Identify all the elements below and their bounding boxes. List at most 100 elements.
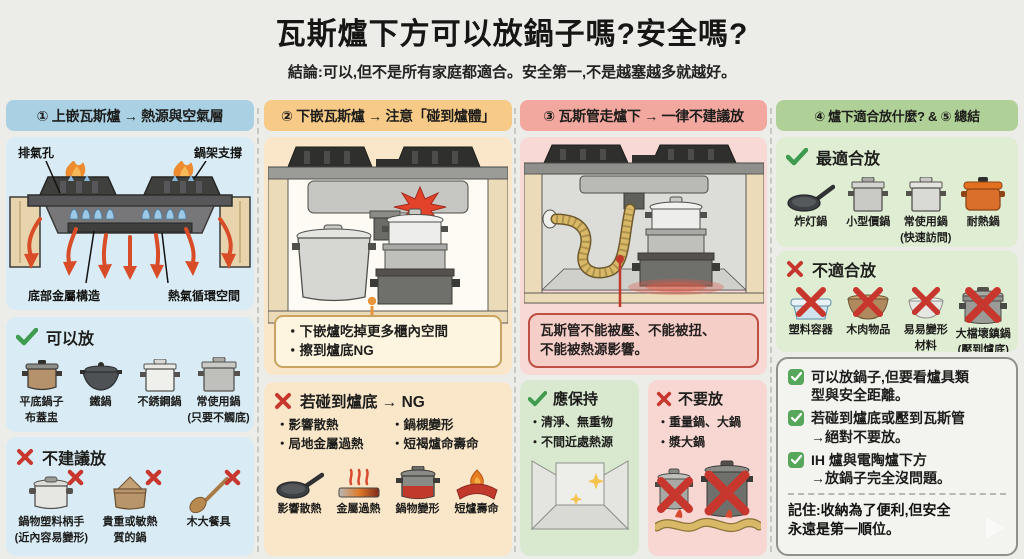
sparkle-icon bbox=[569, 493, 582, 506]
suitable-title-row: 最適合放 bbox=[776, 137, 1018, 171]
gas-hose-panel: 瓦斯管不能被壓、不能被扭、 不能被熱源影響。 bbox=[520, 137, 767, 375]
bowl-icon bbox=[906, 285, 946, 321]
not-recommended-panel: 不建議放 鍋物塑料柄手 (近內容易變形) 貴重或敏熱 質的鍋 bbox=[6, 437, 254, 556]
list-item: 木大餐具 bbox=[169, 469, 248, 544]
unsuitable-title-row: 不適合放 bbox=[776, 251, 1018, 283]
note-line: 不能被熱源影響。 bbox=[540, 342, 648, 358]
note-line: ・下嵌爐吃掉更多櫃內空間 bbox=[286, 323, 448, 339]
red-x-icon bbox=[656, 477, 693, 513]
red-x-icon bbox=[910, 285, 942, 317]
not-recommended-items: 鍋物塑料柄手 (近內容易變形) 貴重或敏熱 質的鍋 木大餐具 bbox=[6, 469, 254, 544]
bullet: ・漿大鍋 bbox=[657, 435, 706, 449]
stove-cross-section-diagram bbox=[9, 161, 251, 283]
item-label: 鍋物塑料柄手 bbox=[18, 516, 85, 528]
list-item: 塑料容器 bbox=[782, 287, 840, 352]
summary-text: →絕對不要放。 bbox=[811, 428, 909, 445]
item-label: 影響散熱 bbox=[277, 502, 322, 515]
list-item: 大檔壞鎮鍋 (壓到爐底) bbox=[955, 287, 1013, 352]
bullet: ・短褐爐命壽命 bbox=[391, 436, 479, 451]
hot-air-circulation-label: 熱氣循環空間 bbox=[167, 289, 240, 303]
summary-text: IH 爐與電陶爐下方 bbox=[811, 451, 927, 468]
deformed-pot-icon bbox=[395, 462, 440, 500]
list-item: 影響散熱 bbox=[270, 462, 329, 516]
item-label: 木肉物品 bbox=[846, 324, 891, 336]
summary-note-line: 永遠是第一順位。 bbox=[788, 521, 900, 538]
item-label-2: 布蓋盅 bbox=[25, 411, 58, 424]
item-label-2: (近內容易變形) bbox=[14, 531, 88, 544]
list-item: 鍋物塑料柄手 (近內容易變形) bbox=[12, 469, 91, 544]
item-label: 大檔壞鎮鍋 bbox=[955, 328, 1011, 340]
list-item: 不銹鋼鍋 bbox=[130, 355, 189, 424]
frying-pan-icon bbox=[787, 175, 835, 213]
list-item: 常使用鍋 (只要不觸底) bbox=[187, 355, 250, 424]
summary-item: 若碰到爐底或壓到瓦斯管→絕對不要放。 bbox=[788, 409, 1006, 445]
keep-title-row: 應保持 bbox=[520, 380, 639, 411]
col4-header: ④ 爐下適合放什麼? & ⑤ 總結 bbox=[776, 100, 1018, 131]
summary-item: IH 爐與電陶爐下方→放鍋子完全沒問題。 bbox=[788, 451, 1006, 487]
item-label: 炸灯鍋 bbox=[794, 216, 828, 228]
list-item: 鍋物變形 bbox=[388, 462, 447, 516]
gas-hose-under-stove-diagram bbox=[523, 144, 764, 307]
allowed-title-row: 可以放 bbox=[6, 317, 254, 351]
allowed-items: 平底鍋子 布蓋盅 鐵鍋 不銹鋼鍋 常使用鍋 bbox=[6, 351, 254, 424]
red-x-icon bbox=[145, 469, 162, 486]
bullet: ・局地金屬過熱 bbox=[276, 436, 364, 451]
bullet: ・鍋槻變形 bbox=[391, 418, 454, 432]
stockpot-icon bbox=[197, 355, 240, 393]
bullet: ・清淨、無重物 bbox=[529, 415, 614, 429]
red-x-icon bbox=[704, 470, 749, 516]
col2-header: ② 下嵌瓦斯爐 → 注意「碰到爐體」 bbox=[264, 100, 512, 131]
item-label: 常使用鍋 bbox=[903, 216, 948, 228]
ng-panel: 若碰到爐底 → NG ・影響散熱 ・局地金屬過熱 ・鍋槻變形 ・短褐爐命壽命 影… bbox=[264, 382, 512, 556]
pot-rack-support-label: 鍋架支撐 bbox=[193, 146, 242, 160]
not-recommended-title-row: 不建議放 bbox=[6, 437, 254, 471]
summary-text: 可以放鍋子,但要看爐具類 bbox=[811, 369, 969, 385]
item-label: 鐵鍋 bbox=[89, 396, 112, 408]
item-label: 平底鍋子 bbox=[19, 396, 64, 408]
check-icon bbox=[786, 148, 808, 166]
list-item: 易易變形 材料 bbox=[897, 285, 955, 352]
list-item: 小型價鍋 bbox=[840, 175, 898, 244]
frying-pan-icon bbox=[275, 462, 324, 500]
under-mount-note: ・下嵌爐吃掉更多櫃內空間 ・擦到爐底NG bbox=[274, 314, 502, 368]
gas-hose-note: 瓦斯管不能被壓、不能被扭、 不能被熱源影響。 bbox=[528, 312, 759, 368]
sparkle-icon bbox=[587, 473, 604, 490]
item-label: 鍋物變形 bbox=[395, 502, 440, 515]
large-pot-icon bbox=[959, 287, 1008, 325]
avoid-panel: 不要放 ・重量鍋、大鍋 ・漿大鍋 bbox=[648, 380, 767, 556]
cross-icon bbox=[275, 393, 291, 409]
item-label-2: 質的鍋 bbox=[113, 531, 147, 544]
item-label: 不銹鋼鍋 bbox=[137, 396, 182, 408]
flame-band-icon bbox=[455, 462, 499, 500]
item-label-2: (快速訪問) bbox=[900, 231, 952, 244]
item-label: 塑料容器 bbox=[788, 324, 833, 336]
ng-title: 若碰到爐底 → NG bbox=[300, 394, 425, 411]
bullet: ・不間近處熱源 bbox=[529, 435, 614, 449]
col1-header: ① 上嵌瓦斯爐 → 熱源與空氣層 bbox=[6, 100, 254, 131]
plastic-container-icon bbox=[790, 287, 832, 321]
item-label: 木大餐具 bbox=[186, 516, 231, 528]
stockpot-icon bbox=[905, 175, 946, 213]
dutch-oven-icon bbox=[961, 175, 1006, 213]
ng-title-row: 若碰到爐底 → NG bbox=[264, 382, 512, 414]
under-counter-stove-diagram bbox=[268, 146, 508, 327]
unsuitable-panel: 不適合放 塑料容器 木肉物品 bbox=[776, 251, 1018, 352]
unsuitable-title: 不適合放 bbox=[812, 263, 877, 280]
page-subtitle: 結論:可以,但不是所有家庭都適合。安全第一,不是越塞越多就越好。 bbox=[287, 64, 737, 81]
suitable-items: 炸灯鍋 小型價鍋 常使用鍋 (快速訪問) bbox=[776, 171, 1018, 244]
clean-cabinet-icon bbox=[520, 459, 639, 531]
allowed-panel: 可以放 平底鍋子 布蓋盅 鐵鍋 不銹鋼鍋 bbox=[6, 317, 254, 432]
cross-icon bbox=[17, 449, 33, 465]
red-x-icon bbox=[224, 469, 241, 486]
list-item: 常使用鍋 (快速訪問) bbox=[897, 175, 955, 244]
summary-note-line: 記住:收納為了便利,但安全 bbox=[788, 502, 951, 519]
suitable-panel: 最適合放 炸灯鍋 小型價鍋 常使用鍋 bbox=[776, 137, 1018, 247]
summary-text: 若碰到爐底或壓到瓦斯管 bbox=[811, 410, 965, 427]
item-label: 短爐壽命 bbox=[454, 502, 499, 515]
summary-divider bbox=[788, 493, 1006, 496]
item-label: 耐熱鍋 bbox=[966, 216, 1000, 228]
list-item: 貴重或敏熱 質的鍋 bbox=[91, 469, 170, 544]
pot-plastic-handle-icon bbox=[28, 469, 84, 513]
checkbox-icon bbox=[788, 369, 804, 385]
bottom-metal-structure-label: 底部金屬構造 bbox=[28, 289, 101, 303]
